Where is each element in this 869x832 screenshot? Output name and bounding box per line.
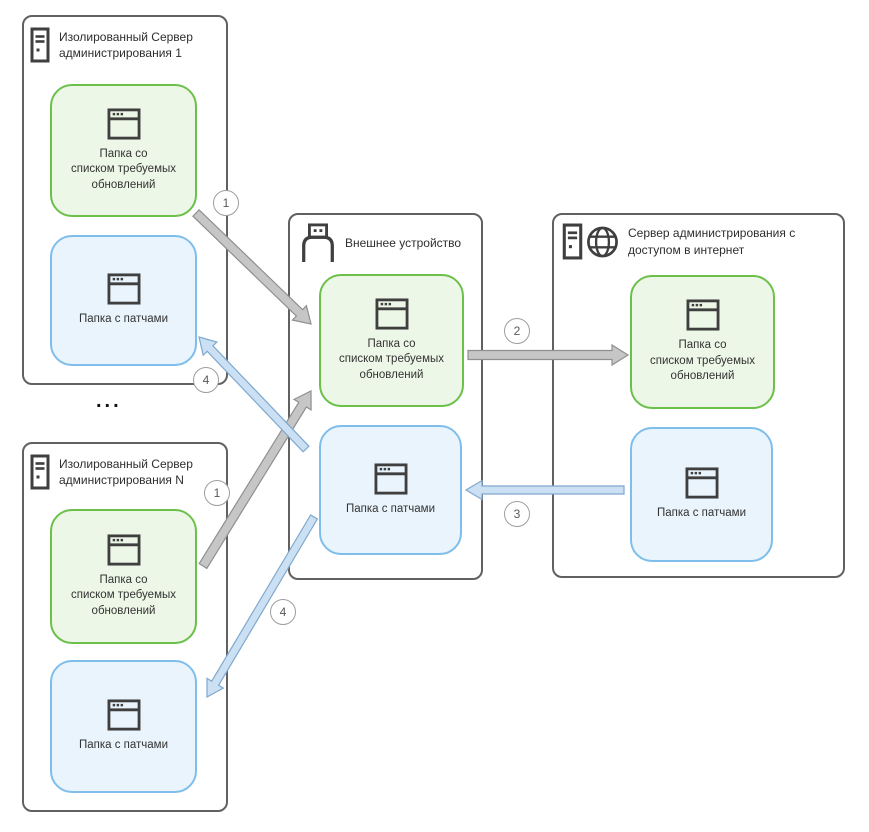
app-window-icon bbox=[107, 108, 141, 140]
node-header: Внешнее устройство bbox=[297, 223, 461, 263]
node-title: Сервер администрирования с доступом в ин… bbox=[628, 226, 796, 257]
node-header: Сервер администрирования с доступом в ин… bbox=[562, 223, 795, 260]
step-badge-4-bottom: 4 bbox=[270, 599, 296, 625]
app-window-icon bbox=[686, 299, 720, 331]
step-badge-1-bottom: 1 bbox=[204, 480, 230, 506]
app-window-icon bbox=[107, 534, 141, 566]
app-window-icon bbox=[685, 467, 719, 499]
folder-label: Папка со списком требуемых обновлений bbox=[649, 339, 755, 383]
node-external-device: Внешнее устройство Папка со списком треб… bbox=[288, 213, 483, 580]
folder-label: Папка со списком требуемых обновлений bbox=[70, 573, 176, 617]
patches-folder-box: Папка с патчами bbox=[630, 427, 773, 562]
app-window-icon bbox=[107, 273, 141, 305]
step-badge-2: 2 bbox=[504, 318, 530, 344]
folder-label: Папка с патчами bbox=[656, 507, 747, 520]
app-window-icon bbox=[375, 298, 409, 330]
patches-folder-box: Папка с патчами bbox=[319, 425, 462, 555]
node-title: Изолированный Сервер администрирования N bbox=[59, 456, 193, 487]
step-badge-4-top: 4 bbox=[193, 367, 219, 393]
folder-label: Папка с патчами bbox=[345, 502, 436, 515]
globe-icon bbox=[586, 225, 619, 259]
node-title: Внешнее устройство bbox=[345, 235, 462, 250]
node-isolated-server-n: Изолированный Сервер администрирования N… bbox=[22, 442, 228, 812]
node-internet-server: Сервер администрирования с доступом в ин… bbox=[552, 213, 845, 578]
usb-drive-icon bbox=[297, 223, 339, 263]
server-icon bbox=[30, 454, 50, 490]
updates-folder-box: Папка со списком требуемых обновлений bbox=[630, 275, 775, 409]
patches-folder-box: Папка с патчами bbox=[50, 660, 197, 793]
updates-folder-box: Папка со списком требуемых обновлений bbox=[50, 84, 197, 217]
node-title: Изолированный Сервер администрирования 1 bbox=[59, 29, 193, 60]
folder-label: Папка со списком требуемых обновлений bbox=[70, 147, 176, 191]
patches-folder-box: Папка с патчами bbox=[50, 235, 197, 366]
app-window-icon bbox=[107, 699, 141, 731]
folder-label: Папка с патчами bbox=[78, 739, 169, 752]
more-servers-ellipsis: ... bbox=[96, 390, 122, 412]
node-header: Изолированный Сервер администрирования 1 bbox=[30, 27, 193, 63]
updates-folder-box: Папка со списком требуемых обновлений bbox=[319, 274, 464, 407]
server-icon bbox=[30, 27, 50, 63]
app-window-icon bbox=[374, 463, 408, 495]
folder-label: Папка со списком требуемых обновлений bbox=[338, 337, 444, 381]
folder-label: Папка с патчами bbox=[78, 313, 169, 326]
node-header: Изолированный Сервер администрирования N bbox=[30, 454, 193, 490]
step-badge-3: 3 bbox=[504, 501, 530, 527]
step-badge-1-top: 1 bbox=[213, 190, 239, 216]
updates-folder-box: Папка со списком требуемых обновлений bbox=[50, 509, 197, 644]
node-isolated-server-1: Изолированный Сервер администрирования 1… bbox=[22, 15, 228, 385]
server-icon bbox=[562, 223, 583, 260]
